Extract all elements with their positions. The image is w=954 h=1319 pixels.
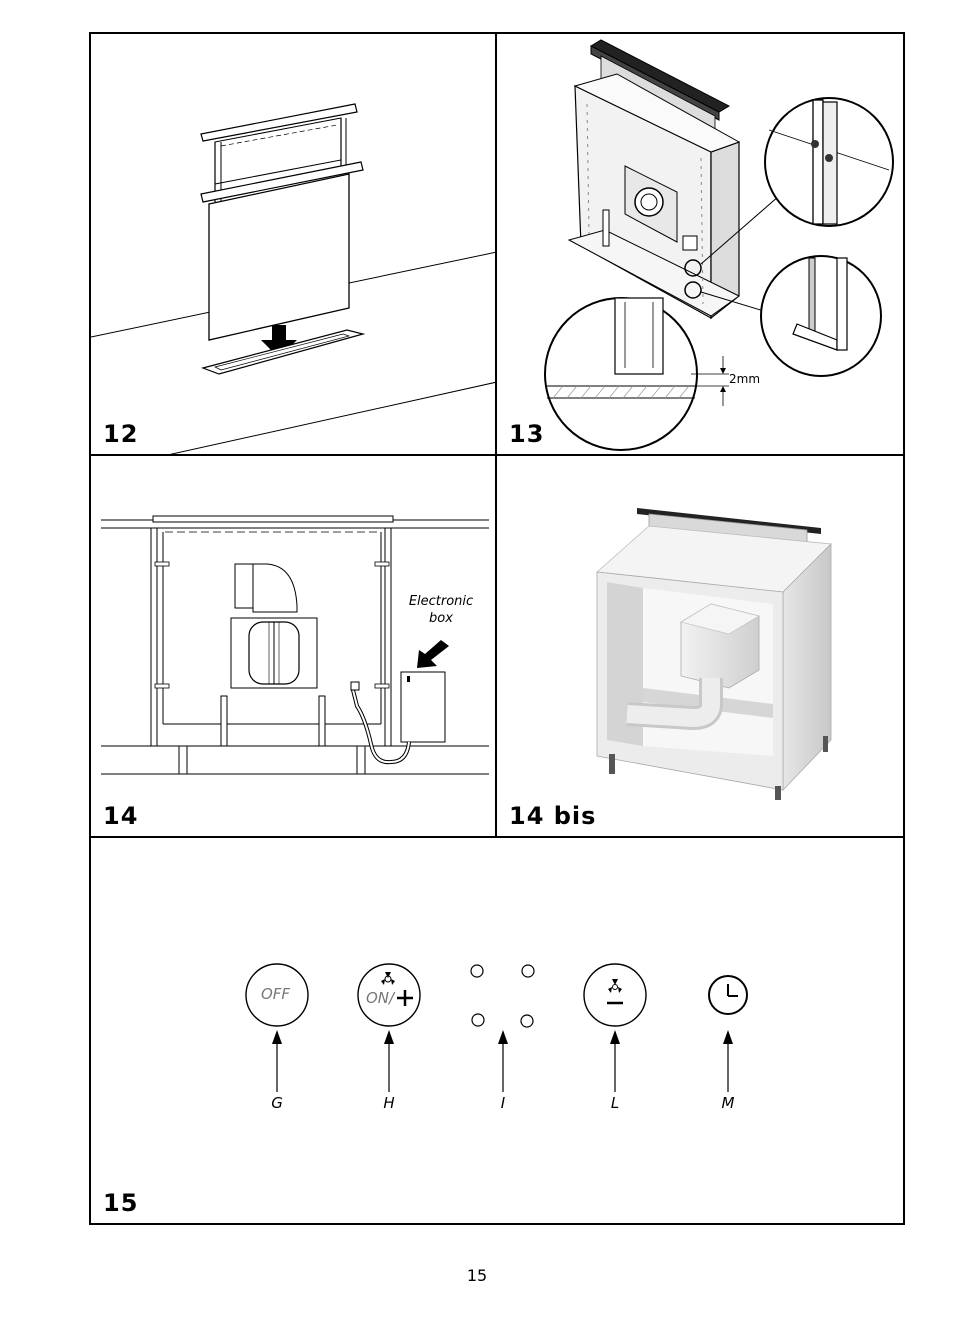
figure-13-panel: 2mm 13 — [495, 32, 905, 456]
figure-14-panel: Electronic box 14 — [89, 454, 497, 838]
button-label-i: I — [488, 1094, 518, 1112]
on-button-text: ON/ — [366, 989, 394, 1007]
figure-14-illustration — [91, 456, 497, 838]
button-label-g: G — [262, 1094, 292, 1112]
figure-12-illustration — [91, 34, 497, 456]
figure-number: 14 — [103, 802, 138, 830]
speed-led-indicators — [471, 965, 534, 1027]
clock-icon — [709, 976, 747, 1014]
figure-number: 12 — [103, 420, 138, 448]
figure-number: 14 bis — [509, 802, 596, 830]
button-label-l: L — [600, 1094, 630, 1112]
figure-12-panel: 12 — [89, 32, 497, 456]
page-number: 15 — [0, 1266, 954, 1285]
button-label-h: H — [374, 1094, 404, 1112]
figure-number: 15 — [103, 1189, 138, 1217]
dimension-label: 2mm — [729, 372, 760, 386]
figure-15-panel: OFF ON/ G H I L M 15 — [89, 836, 905, 1225]
figure-number: 13 — [509, 420, 544, 448]
fan-minus-icon — [584, 964, 646, 1026]
electronic-box-callout: Electronic box — [399, 593, 483, 627]
figure-13-illustration — [497, 34, 905, 456]
figure-14bis-panel: 14 bis — [495, 454, 905, 838]
button-label-m: M — [713, 1094, 743, 1112]
off-button-text: OFF — [261, 985, 290, 1003]
figure-14bis-illustration — [497, 456, 905, 838]
control-panel-diagram — [91, 838, 905, 1225]
